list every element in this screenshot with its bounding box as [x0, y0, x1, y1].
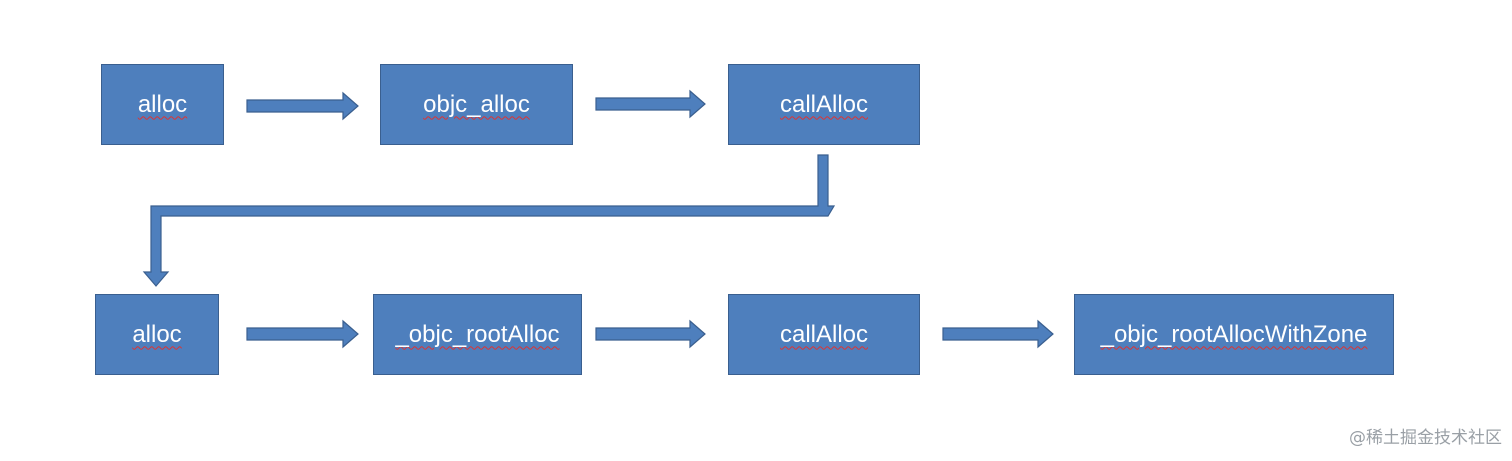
node-label: alloc [137, 90, 188, 118]
arrow-alloc-to-objc-rootalloc [246, 319, 359, 349]
node-label: alloc [132, 320, 182, 348]
elbow-arrow-callalloc-to-alloc [142, 154, 836, 287]
node-objc-rootalloc: _objc_rootAlloc [373, 294, 582, 375]
node-label: objc_alloc [423, 90, 530, 118]
watermark: @稀土掘金技术社区 [1349, 428, 1502, 448]
arrow-callalloc-to-rootallocwithzone [942, 319, 1054, 349]
arrow-objc-rootalloc-to-callalloc [595, 319, 706, 349]
node-callalloc: callAlloc [728, 64, 920, 145]
node-label: callAlloc [779, 90, 869, 118]
arrow-objc-alloc-to-callalloc [595, 89, 706, 119]
node-alloc-second: alloc [95, 294, 219, 375]
node-callalloc-second: callAlloc [728, 294, 920, 375]
node-label: callAlloc [779, 320, 869, 348]
arrow-alloc-to-objc-alloc [246, 91, 359, 121]
node-label: _objc_rootAlloc [395, 320, 560, 348]
node-objc-rootallocwithzone: _objc_rootAllocWithZone [1074, 294, 1394, 375]
node-label: _objc_rootAllocWithZone [1100, 320, 1368, 348]
node-alloc: alloc [101, 64, 224, 145]
node-objc-alloc: objc_alloc [380, 64, 573, 145]
